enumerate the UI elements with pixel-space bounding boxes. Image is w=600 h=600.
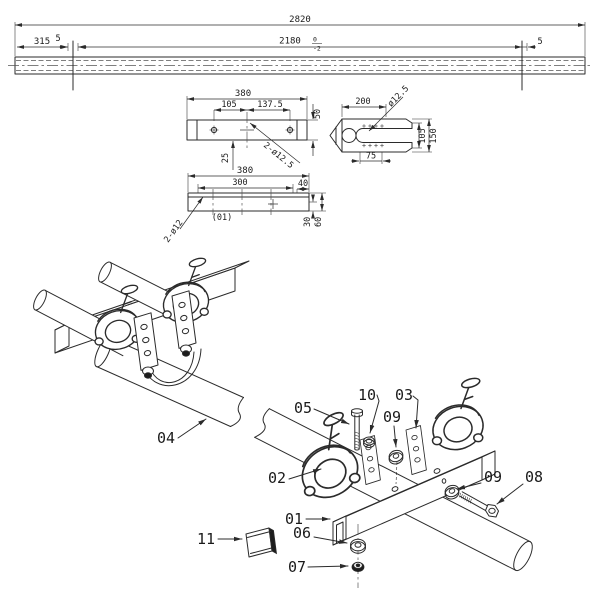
nut-07 [351,561,365,573]
tolerance-upper: 0 [313,36,317,44]
fork-hole [341,128,357,143]
tolerance-lower: -2 [313,45,321,53]
callout-07: 07 [288,558,306,576]
washer-09-a [388,449,404,465]
clamped-tube-2-end [98,261,112,283]
plate-depth-dim: 50 [313,109,323,119]
bolt-05 [351,408,363,451]
washer-09-b [444,484,460,500]
beam-01 [332,450,496,588]
end-cap-edge [268,527,277,555]
fork-inner-dim: 105 [418,128,428,143]
callout-04: 04 [157,429,175,447]
fork-width-dim: 200 [355,97,370,107]
dim-right-gap: 5 [537,37,542,47]
callout-08: 08 [525,468,543,486]
plate2-half-dim: 30 [303,217,313,227]
bolt-08-head [485,504,499,518]
tube-04-upper [94,336,244,427]
fork-outer-dim: 150 [429,128,439,143]
plate2-height-dim: 60 [314,217,324,227]
callout-10: 10 [358,386,376,404]
plate2-view-label: (01) [212,213,232,223]
tube-break-line [230,397,244,427]
bolt-08 [459,491,499,518]
callout-01: 01 [285,510,303,528]
dim-between-marks: 2180 [279,37,301,47]
plate-width-dim: 380 [235,89,251,99]
plate2-end-dim: 40 [298,179,308,189]
u-shackle-inner [149,351,195,384]
hole-dim-a: 105 [221,100,236,110]
dim-left-offset: 315 [34,37,50,47]
callout-09-a: 09 [383,408,401,426]
isometric-exploded-view: 05 10 03 09 02 04 01 06 07 11 09 08 [33,256,543,588]
assembled-unit [33,256,250,387]
end-cap-11 [245,527,277,558]
hole-dim-b: 137.5 [257,100,283,110]
callout-labels: 05 10 03 09 02 04 01 06 07 11 09 08 [157,386,543,576]
beam-01-right-end [481,450,496,481]
plate2-inner-dim: 300 [232,178,247,188]
clamped-tube-1-end [33,289,47,311]
plate2-width-dim: 380 [237,166,253,176]
dim-overall-length: 2820 [289,15,311,25]
plate-half-dim: 25 [221,153,231,163]
callout-06: 06 [293,524,311,542]
callout-03: 03 [395,386,413,404]
top-view-beam: 2820 315 5 2180 0 -2 5 [8,15,592,91]
dim-left-gap: 5 [55,34,60,44]
fork-bottom-dim: 75 [366,152,376,162]
nut-10 [363,436,375,448]
callout-02: 02 [268,469,286,487]
callout-11: 11 [197,530,215,548]
washer-06 [350,538,366,554]
callout-09-b: 09 [484,468,502,486]
tube-04-lower-end [513,540,533,572]
callout-05: 05 [294,399,312,417]
tube-break-line-2 [254,408,270,438]
